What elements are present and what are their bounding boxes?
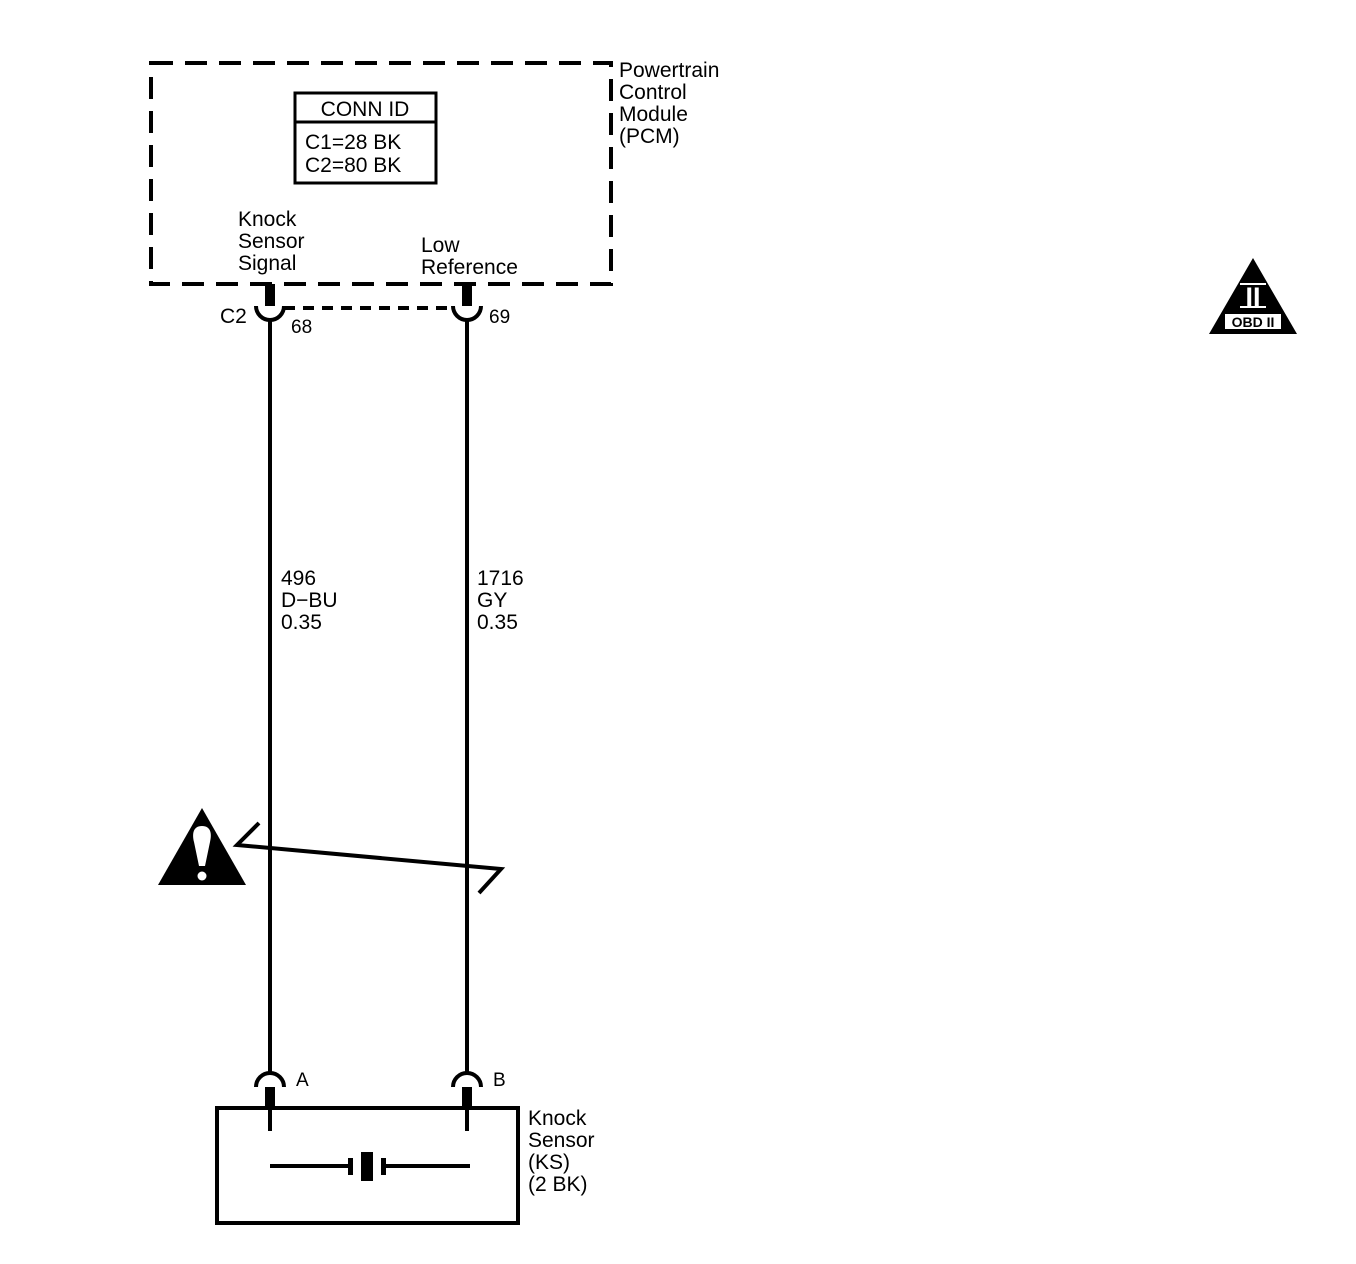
wire-1716-color: GY (477, 589, 507, 612)
wire-496-gauge: 0.35 (281, 611, 322, 634)
signal-label-line-2: Sensor (238, 230, 305, 253)
signal-label-line-3: Signal (238, 252, 296, 275)
wire-1716-gauge: 0.35 (477, 611, 518, 634)
wire-496-label: 496 D−BU 0.35 (281, 567, 338, 634)
obd-ii-icon: II OBD II (1209, 258, 1297, 334)
pcm-name-line-4: (PCM) (619, 125, 680, 148)
pcm-name-line-2: Control (619, 81, 687, 104)
signal-pin-label: Knock Sensor Signal (238, 208, 305, 275)
twisted-pair-marker (232, 821, 506, 895)
connector-label: C2 (220, 305, 247, 328)
low-ref-pin-number: 69 (489, 307, 510, 328)
wire-496-circuit: 496 (281, 567, 316, 590)
conn-id-row-2: C2=80 BK (305, 154, 401, 177)
wire-496-color: D−BU (281, 589, 338, 612)
sensor-name-line-1: Knock (528, 1107, 587, 1130)
obd-numeral: II (1245, 282, 1260, 312)
knock-sensor-box (215, 1106, 520, 1225)
pcm-name-line-1: Powertrain (619, 59, 719, 82)
wire-1716-label: 1716 GY 0.35 (477, 567, 524, 634)
low-reference-pin-label: Low Reference (421, 234, 518, 279)
sensor-pin-a: A (296, 1070, 309, 1091)
sensor-name-line-3: (KS) (528, 1151, 570, 1174)
signal-label-line-1: Knock (238, 208, 297, 231)
sensor-name-line-2: Sensor (528, 1129, 595, 1152)
conn-id-row-1: C1=28 BK (305, 131, 401, 154)
signal-pin-number: 68 (291, 317, 312, 338)
caution-icon (158, 808, 246, 885)
obd-label: OBD II (1232, 314, 1275, 330)
piezo-element-icon (270, 1152, 470, 1181)
conn-id-table: CONN ID C1=28 BK C2=80 BK (293, 91, 438, 185)
knock-sensor-name: Knock Sensor (KS) (2 BK) (528, 1107, 595, 1196)
low-ref-label-line-1: Low (421, 234, 460, 257)
conn-id-title: CONN ID (321, 98, 410, 121)
wire-1716-circuit: 1716 (477, 567, 524, 590)
sensor-pin-b: B (493, 1070, 506, 1091)
low-ref-label-line-2: Reference (421, 256, 518, 279)
pcm-connector-c2: C2 68 69 (220, 284, 510, 338)
sensor-connector: A B (254, 1070, 506, 1109)
pcm-name: Powertrain Control Module (PCM) (619, 59, 719, 148)
pcm-name-line-3: Module (619, 103, 688, 126)
sensor-name-line-4: (2 BK) (528, 1173, 588, 1196)
